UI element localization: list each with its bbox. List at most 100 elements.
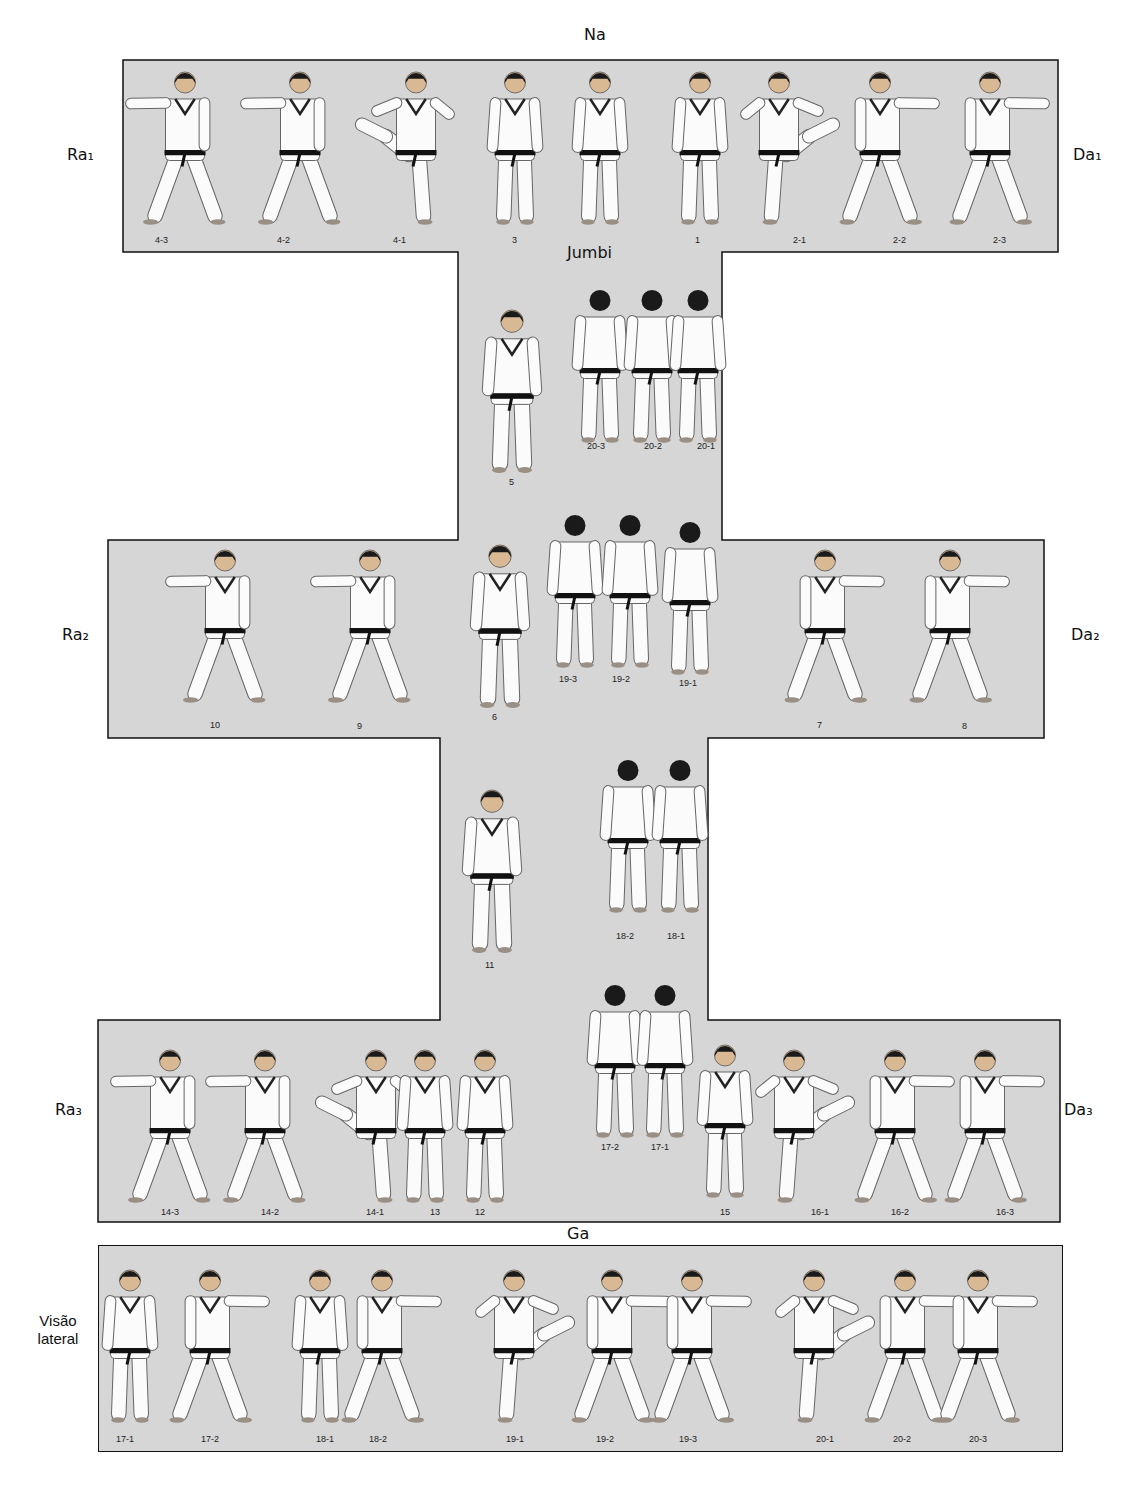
- limb: [604, 1068, 606, 1130]
- collar: [372, 1297, 392, 1312]
- head: [804, 1270, 825, 1291]
- limb-outline: [119, 1353, 121, 1415]
- limb-outline: [700, 791, 703, 835]
- limb-outline: [419, 155, 424, 217]
- collar: [870, 99, 890, 114]
- limb: [799, 103, 819, 111]
- limb: [703, 1076, 706, 1120]
- uniform-jacket: [363, 1297, 402, 1359]
- hair: [504, 1271, 525, 1282]
- step-number: 17-2: [201, 1435, 219, 1445]
- limb-outline: [468, 823, 471, 870]
- limb: [385, 581, 395, 624]
- head: [940, 550, 961, 571]
- limb-outline: [230, 1295, 265, 1307]
- step-number: 13: [430, 1208, 440, 1218]
- athlete-figure: [572, 1270, 667, 1423]
- step-number: 2-2: [893, 236, 906, 246]
- step-number: 14-1: [366, 1208, 384, 1218]
- limb-outline: [709, 155, 711, 217]
- limb: [280, 1081, 290, 1124]
- step-number: 19-2: [596, 1435, 614, 1445]
- belt-end: [262, 1131, 265, 1145]
- athlete-figure: [342, 1270, 437, 1423]
- limb: [669, 843, 671, 905]
- foot: [291, 1197, 306, 1202]
- hair: [895, 1271, 916, 1282]
- limb-outline: [953, 1301, 965, 1344]
- head: [475, 1050, 496, 1071]
- limb-outline: [809, 125, 833, 137]
- limb: [139, 1353, 141, 1415]
- direction-label: Jumbi: [563, 244, 616, 262]
- belt-end: [489, 876, 492, 890]
- limb-outline: [998, 155, 1021, 217]
- limb: [502, 878, 504, 944]
- limb: [687, 373, 689, 435]
- limb: [635, 1016, 638, 1060]
- athlete-figure: [488, 310, 536, 473]
- athlete-figure: [493, 72, 538, 225]
- uniform-jacket: [191, 1297, 230, 1359]
- limb: [913, 1353, 936, 1415]
- limb-outline: [494, 1133, 496, 1195]
- step-number: 20-1: [697, 442, 715, 452]
- limb: [668, 553, 671, 597]
- foot: [609, 907, 623, 912]
- foot: [418, 219, 433, 224]
- athlete-figure: [553, 515, 598, 668]
- step-number: 17-1: [116, 1435, 134, 1445]
- foot: [611, 662, 625, 667]
- collar: [804, 1297, 824, 1312]
- uniform-jacket: [581, 99, 620, 161]
- limb: [1010, 98, 1045, 108]
- collar: [290, 99, 310, 114]
- step-number: 4-2: [277, 236, 290, 246]
- foot: [328, 697, 343, 702]
- hair: [885, 1051, 906, 1062]
- belt-end: [987, 153, 990, 167]
- limb-outline: [436, 103, 450, 114]
- limb-outline: [920, 633, 943, 695]
- foot: [855, 1197, 870, 1202]
- limb-outline: [352, 1353, 375, 1415]
- limb: [488, 343, 491, 390]
- limb-outline: [184, 1081, 196, 1124]
- limb: [564, 598, 566, 660]
- limb-outline: [604, 1068, 606, 1130]
- foot: [143, 219, 158, 224]
- foot: [910, 697, 925, 702]
- collar: [415, 1077, 435, 1092]
- limb-outline: [710, 553, 713, 597]
- head: [372, 1270, 393, 1291]
- limb: [240, 581, 250, 624]
- limb: [926, 581, 936, 624]
- foot: [135, 1417, 149, 1422]
- limb: [414, 1133, 416, 1195]
- uniform-jacket: [151, 1077, 190, 1139]
- foot: [572, 1417, 587, 1422]
- limb: [171, 576, 206, 586]
- hair: [804, 1271, 825, 1282]
- head: [784, 1050, 805, 1071]
- limb-outline: [337, 1081, 357, 1089]
- foot: [681, 219, 695, 224]
- uniform-jacket: [611, 542, 650, 604]
- limb-outline: [955, 1133, 978, 1195]
- limb: [445, 1081, 448, 1125]
- limb: [233, 633, 256, 695]
- uniform-jacket: [633, 317, 672, 379]
- limb: [668, 1301, 678, 1344]
- limb: [809, 125, 833, 137]
- limb: [218, 1353, 241, 1415]
- limb: [340, 633, 363, 695]
- uniform-jacket: [281, 99, 320, 161]
- limb: [468, 823, 471, 870]
- limb-outline: [595, 546, 598, 590]
- collar: [175, 99, 195, 114]
- foot: [466, 1197, 480, 1202]
- limb: [718, 321, 721, 365]
- collar: [475, 1077, 495, 1092]
- limb-outline: [322, 1103, 346, 1115]
- limb: [1005, 1076, 1040, 1086]
